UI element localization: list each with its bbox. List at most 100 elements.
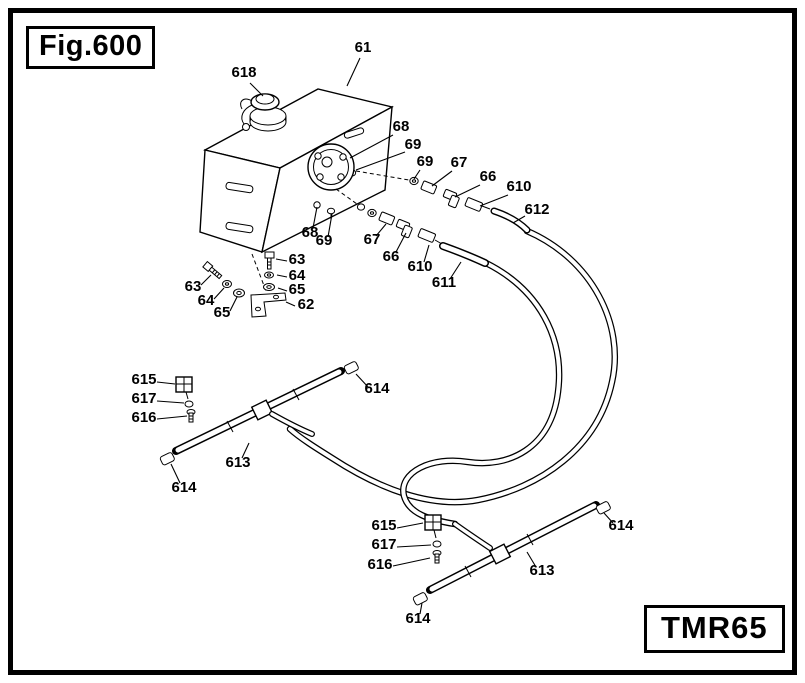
leader-line-64 (276, 274, 288, 278)
washer-617-left (184, 400, 194, 408)
fuel-hose-long-outer (286, 227, 619, 506)
pipe-cap-614-left-bottom (159, 452, 175, 466)
leader-line-63 (200, 274, 212, 286)
part-label-617: 617 (131, 390, 156, 407)
part-label-63: 63 (185, 278, 202, 295)
part-label-66: 66 (383, 248, 400, 265)
flange-screw (313, 201, 336, 219)
leader-line-63 (275, 258, 288, 262)
leader-line-613 (241, 442, 250, 459)
pipe-cap-614-right-bottom (412, 592, 428, 606)
leader-line-618 (249, 82, 264, 97)
part-label-618: 618 (231, 64, 256, 81)
part-label-614: 614 (608, 517, 634, 534)
part-label-610: 610 (506, 178, 531, 195)
figure-number-box: Fig.600 (26, 26, 156, 69)
part-label-614: 614 (171, 479, 197, 496)
leader-line-616 (392, 557, 431, 567)
model-number: TMR65 (661, 610, 768, 645)
leader-line-69 (327, 213, 333, 238)
part-label-616: 616 (131, 409, 156, 426)
leader-line-67 (431, 170, 453, 187)
fuel-hose-long-inner (400, 259, 563, 528)
fuel-cap (240, 93, 280, 131)
bolt-group-left (202, 260, 245, 298)
outer-border (8, 8, 797, 675)
leader-line-61 (346, 57, 361, 87)
leader-line-612 (512, 215, 526, 224)
part-label-69: 69 (405, 136, 422, 153)
part-label-612: 612 (524, 201, 549, 218)
fuel-filler-neck (249, 106, 287, 132)
part-label-69: 69 (316, 232, 333, 249)
fuel-hose-612 (490, 207, 531, 234)
part-label-613: 613 (225, 454, 250, 471)
pipe-assembly-right (412, 501, 611, 606)
bracket-62 (250, 292, 287, 318)
part-label-68: 68 (302, 224, 319, 241)
leader-line-614 (419, 602, 423, 615)
leader-line-614 (355, 373, 370, 389)
part-label-64: 64 (289, 267, 306, 284)
part-label-68: 68 (393, 118, 410, 135)
leader-line-616 (156, 415, 188, 420)
leader-line-610 (423, 244, 430, 263)
leader-line-614 (170, 463, 181, 484)
part-label-65: 65 (214, 304, 231, 321)
part-label-610: 610 (407, 258, 432, 275)
part-label-65: 65 (289, 281, 306, 298)
leader-line-615 (156, 381, 176, 385)
part-label-614: 614 (364, 380, 390, 397)
figure-number: Fig.600 (39, 30, 143, 62)
part-label-66: 66 (480, 168, 497, 185)
pipe-cap-614-right-top (595, 501, 611, 515)
part-label-615: 615 (131, 371, 156, 388)
leader-line-62 (285, 301, 296, 307)
pipe-cap-614-left-top (343, 361, 359, 375)
part-label-615: 615 (371, 517, 396, 534)
fitting-chain-lower (356, 203, 443, 245)
leader-line-67 (375, 223, 387, 237)
leader-line-65 (229, 296, 238, 312)
part-label-63: 63 (289, 251, 306, 268)
leader-line-617 (156, 400, 185, 404)
fitting-chain-upper (409, 176, 491, 212)
leader-line-66 (454, 184, 481, 198)
part-label-67: 67 (451, 154, 468, 171)
leader-line-66 (395, 232, 407, 253)
leader-line-611 (449, 261, 462, 280)
leader-line-69 (355, 151, 406, 171)
assembly-dash-flange (335, 188, 358, 205)
part-label-67: 67 (364, 231, 381, 248)
part-label-69: 69 (417, 153, 434, 170)
leader-line-613 (526, 551, 537, 568)
part-label-613: 613 (529, 562, 554, 579)
fuel-hose-611 (439, 242, 489, 267)
bolt-group-bracket (250, 251, 287, 318)
assembly-dash-fittings (355, 170, 410, 181)
leader-line-617 (396, 544, 432, 548)
valve-group-left (175, 376, 196, 423)
part-label-617: 617 (371, 536, 396, 553)
leader-line-615 (396, 522, 424, 529)
leader-line-68 (349, 134, 394, 159)
washer-617-right (432, 540, 442, 548)
tank-flange (307, 143, 355, 191)
part-label-614: 614 (405, 610, 431, 627)
screw-616-left (186, 409, 196, 423)
valve-group-right (424, 514, 442, 564)
leader-line-614 (603, 512, 614, 524)
leader-line-65 (277, 287, 288, 292)
part-label-62: 62 (298, 296, 315, 313)
leader-line-68 (312, 206, 318, 229)
model-number-box: TMR65 (644, 605, 785, 653)
leader-line-64 (213, 287, 225, 300)
part-label-611: 611 (432, 274, 456, 291)
pipe-assembly-left (159, 361, 359, 466)
fuel-tank (199, 88, 394, 254)
part-label-64: 64 (198, 292, 215, 309)
part-label-61: 61 (355, 39, 372, 56)
part-label-616: 616 (367, 556, 392, 573)
